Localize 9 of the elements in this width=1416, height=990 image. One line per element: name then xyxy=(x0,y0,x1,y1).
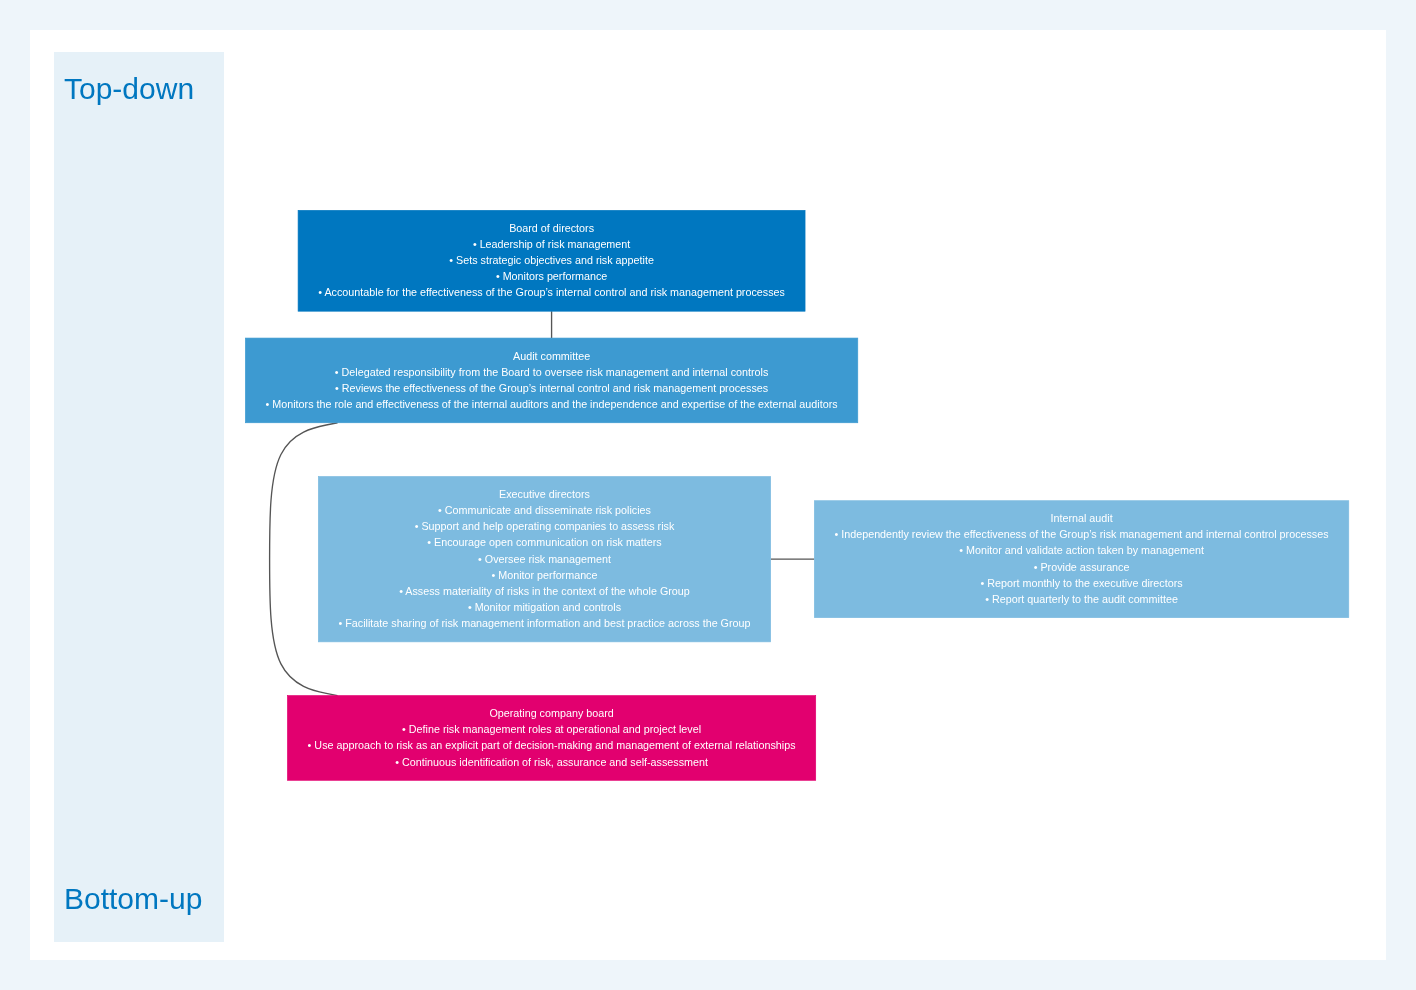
node-box: Internal audit • Independently review the effectiveness of the Group’s risk management and internal control processes • Monitor and validate action taken by management • Provide assurance • Report monthly to the executive directors • Report quarterly to the audit committee xyxy=(814,500,1350,618)
node-box: Board of directors • Leadership of risk management • Sets strategic objectives and risk appetite • Monitors performance • Accountable for the effectiveness of the Group’s internal control and risk management processes xyxy=(297,209,806,312)
node-box: Audit committee • Delegated responsibility from the Board to oversee risk management and internal controls • Reviews the effectiveness of the Group’s internal control and risk management processes • Monitors the role and effectiveness of the internal auditors and the independence and expertise of the external auditors xyxy=(245,337,859,423)
connector xyxy=(770,558,815,560)
direction-label: Top-down xyxy=(64,72,195,106)
direction-label: Bottom-up xyxy=(64,882,203,916)
node-box: Operating company board • Define risk management roles at operational and project level • Use approach to risk as an explicit part of decision-making and management of external relationships • Continuous identification of risk, assurance and self-assessment xyxy=(287,694,817,781)
connector xyxy=(550,310,553,339)
node-box: Executive directors • Communicate and disseminate risk policies • Support and help operating companies to assess risk • Encourage open communication on risk matters • Oversee risk management • Monitor performance • Assess materiality of risks in the context of the whole Group • Monitor mitigation and controls • Facilitate sharing of risk management information and best practice across the Group xyxy=(318,475,771,642)
